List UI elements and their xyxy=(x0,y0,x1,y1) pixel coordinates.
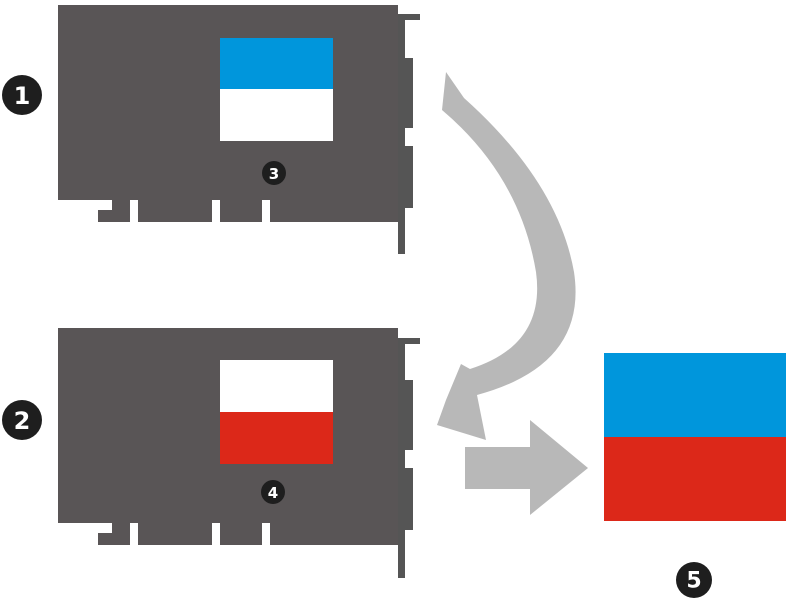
svg-text:4: 4 xyxy=(268,484,278,502)
card-2-bracket xyxy=(398,338,420,578)
svg-text:3: 3 xyxy=(269,165,279,183)
output-arrow xyxy=(465,420,588,515)
svg-text:2: 2 xyxy=(14,407,31,435)
svg-text:5: 5 xyxy=(686,569,701,594)
badge-combined-frame: 5 xyxy=(676,562,712,598)
card-1-bracket xyxy=(398,14,420,254)
graphics-card-1 xyxy=(58,5,420,254)
card-2-frame xyxy=(220,360,333,464)
combined-frame xyxy=(604,353,786,521)
badge-card-1: 1 xyxy=(2,75,42,115)
badge-half-frame-2: 4 xyxy=(261,480,285,504)
graphics-card-2 xyxy=(58,328,420,578)
card-1-frame xyxy=(220,38,333,141)
svg-text:1: 1 xyxy=(14,82,31,110)
badge-half-frame-1: 3 xyxy=(262,161,286,185)
badge-card-2: 2 xyxy=(2,400,42,440)
curved-transfer-arrow xyxy=(437,72,576,440)
